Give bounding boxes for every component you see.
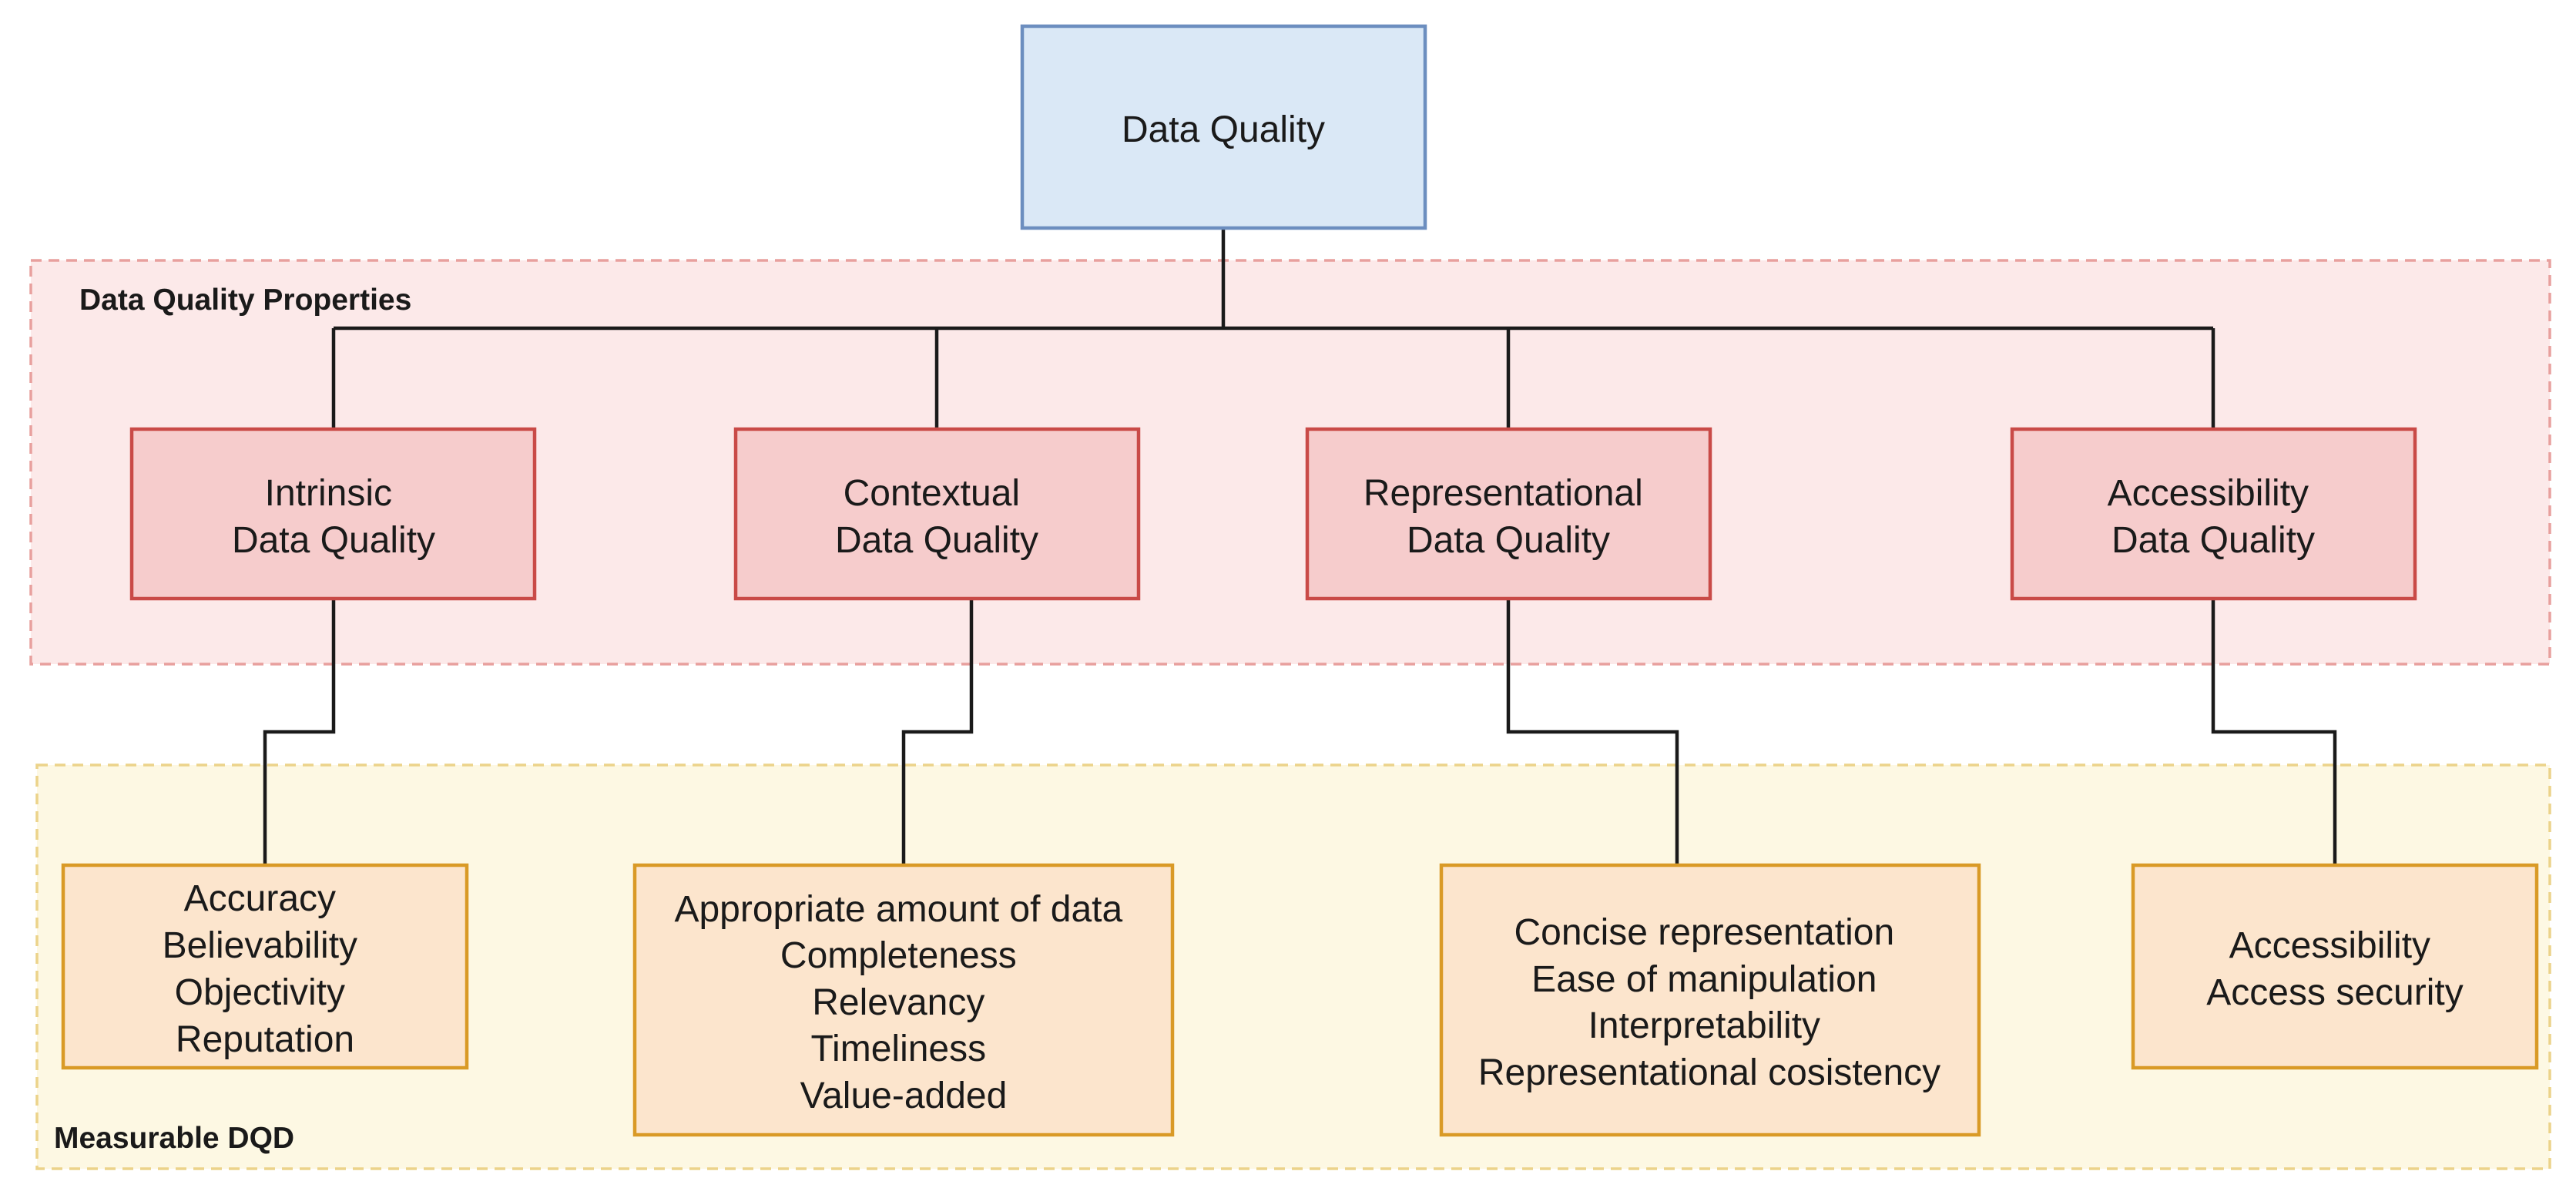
dimension-item: Concise representation (1514, 912, 1895, 953)
category-box (733, 427, 1141, 601)
category-node-contextual: Contextual Data Quality (733, 427, 1141, 601)
dimension-node-contextual: Appropriate amount of data Completeness … (632, 863, 1175, 1137)
dimension-list: Accessibility Access security (2206, 925, 2463, 1013)
properties-group-label: Data Quality Properties (79, 284, 411, 317)
category-node-representational: Representational Data Quality (1305, 427, 1712, 601)
category-title-line-1: Representational (1363, 473, 1643, 514)
dimension-item: Timeliness (811, 1029, 987, 1069)
elbow-line-intrinsic (263, 599, 336, 865)
elbow-line-representational (1506, 599, 1679, 865)
dimension-item: Objectivity (175, 972, 345, 1013)
dimension-item: Appropriate amount of data (674, 889, 1122, 930)
dimension-list: Concise representation Ease of manipulat… (1478, 912, 1940, 1093)
dimension-item: Access security (2206, 972, 2463, 1013)
dimension-item: Completeness (780, 935, 1017, 976)
dimension-node-accessibility: Accessibility Access security (2131, 863, 2539, 1070)
dimension-item: Accuracy (184, 878, 336, 919)
category-title-line-1: Contextual (844, 473, 1020, 514)
dimension-node-representational: Concise representation Ease of manipulat… (1439, 863, 1981, 1137)
root-box (1020, 24, 1427, 230)
category-title-line-1: Accessibility (2108, 473, 2309, 514)
category-title: Representational Data Quality (1363, 473, 1653, 561)
category-box (1305, 427, 1712, 601)
dimension-list: Accuracy Believability Objectivity Reput… (163, 878, 368, 1060)
category-box (129, 427, 537, 601)
category-node-intrinsic: Intrinsic Data Quality (129, 427, 537, 601)
category-node-accessibility: Accessibility Data Quality (2010, 427, 2417, 601)
dimension-box (632, 863, 1175, 1137)
dimension-list: Appropriate amount of data Completeness … (674, 889, 1132, 1116)
category-title-line-2: Data Quality (232, 520, 435, 561)
elbow-line-contextual (901, 599, 974, 865)
dimension-box (1439, 863, 1981, 1137)
category-title-line-2: Data Quality (835, 520, 1038, 561)
dimension-item: Relevancy (812, 982, 984, 1023)
dimension-item: Reputation (176, 1019, 354, 1060)
dimension-box (61, 863, 469, 1070)
dimension-item: Representational cosistency (1478, 1052, 1940, 1093)
dimension-item: Ease of manipulation (1531, 959, 1877, 1000)
category-title-line-2: Data Quality (1407, 520, 1610, 561)
root-label: Data Quality (1122, 109, 1325, 150)
category-box (2010, 427, 2417, 601)
category-title-line-2: Data Quality (2111, 520, 2315, 561)
dimension-item: Believability (163, 925, 357, 966)
dimension-box (2131, 863, 2539, 1070)
measurable-group-label: Measurable DQD (54, 1122, 294, 1155)
connector-lines (263, 228, 2337, 865)
category-title-line-1: Intrinsic (265, 473, 392, 514)
dimension-item: Interpretability (1588, 1005, 1820, 1046)
dimension-item: Value-added (800, 1076, 1008, 1116)
elbow-line-accessibility (2211, 599, 2337, 865)
dimension-item: Accessibility (2229, 925, 2430, 966)
root-node: Data Quality (1020, 24, 1427, 230)
dimension-node-intrinsic: Accuracy Believability Objectivity Reput… (61, 863, 469, 1070)
category-title: Accessibility Data Quality (2108, 473, 2319, 561)
category-title: Intrinsic Data Quality (232, 473, 435, 561)
category-title: Contextual Data Quality (835, 473, 1038, 561)
